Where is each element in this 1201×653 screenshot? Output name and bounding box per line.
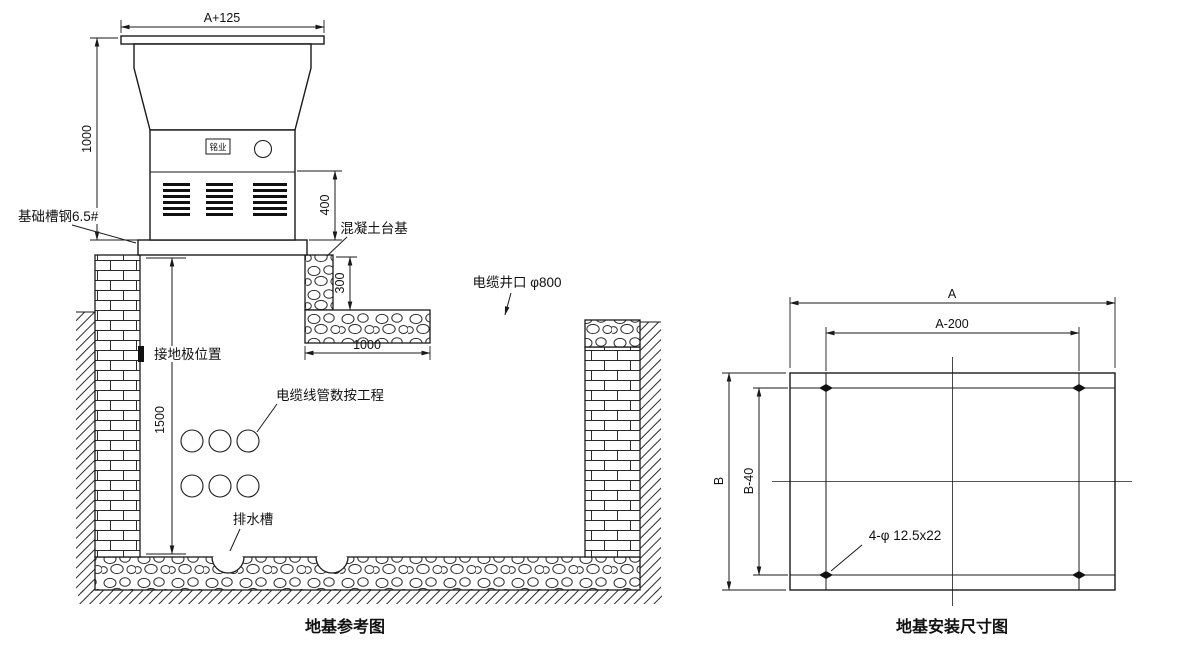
cable-conduit-circle xyxy=(236,429,260,453)
cable-conduit-circle xyxy=(208,474,232,498)
dim-height-b: B xyxy=(712,372,786,591)
ground-hatch-left xyxy=(76,312,95,593)
cable-conduit-circle xyxy=(208,429,232,453)
anchor-bolt xyxy=(819,571,833,579)
dim-1000-slab: 1000 xyxy=(353,338,381,352)
right-brick-pier xyxy=(584,346,641,558)
brand-plate xyxy=(205,138,231,155)
drain-notch xyxy=(315,555,349,574)
brand-plate-text: 铭业 xyxy=(209,142,226,152)
label-drain: 排水槽 xyxy=(233,512,274,527)
ground-hatch-right xyxy=(640,322,661,593)
label-mask xyxy=(16,208,116,224)
cable-conduit-circle xyxy=(236,474,260,498)
cable-conduits-leader xyxy=(256,403,278,433)
dim-pit-depth: 1500 xyxy=(146,257,186,555)
base-frame-inner-lines xyxy=(790,373,1115,590)
anchor-bolt xyxy=(1072,571,1086,579)
label-cable-conduits: 电缆线管数按工程 xyxy=(276,388,384,403)
dim-1500: 1500 xyxy=(153,406,167,434)
louver-group xyxy=(206,183,233,216)
dim-b: B xyxy=(712,477,726,485)
anchor-bolt xyxy=(819,384,833,392)
concrete-pier xyxy=(304,254,334,311)
anchor-bolt xyxy=(1072,384,1086,392)
drain-leader xyxy=(229,528,241,552)
channel-steel-base xyxy=(137,239,308,256)
right-pier-cap xyxy=(584,319,641,348)
dim-400: 400 xyxy=(318,195,332,216)
label-bolt-holes: 4-φ 12.5x22 xyxy=(869,528,942,543)
dim-slab-width: 1000 xyxy=(304,338,431,360)
pit-floor-gravel xyxy=(94,556,641,591)
dim-a: A xyxy=(948,287,957,301)
bolt-holes-leader xyxy=(830,544,863,572)
dim-height-b-40: B-40 xyxy=(742,387,788,576)
cable-well-leader xyxy=(504,292,512,316)
cable-conduit-circle xyxy=(180,474,204,498)
earth-electrode-mark xyxy=(138,346,144,362)
cabinet-roof-plate xyxy=(120,35,325,45)
label-cable-well: 电缆井口 φ800 xyxy=(472,275,561,290)
label-earth-electrode: 接地极位置 xyxy=(154,346,222,362)
cable-conduit-circle xyxy=(180,429,204,453)
louver-group xyxy=(163,183,190,216)
label-mask xyxy=(150,346,228,362)
drain-notch xyxy=(211,555,245,574)
transformer-cabinet: 铭业 xyxy=(120,35,325,241)
foundation-install-dims-figure: A A-200 B B-40 4-φ 12.5x22 地基安装尺寸图 xyxy=(712,287,1132,636)
dim-cabinet-height: 1000 xyxy=(80,37,147,241)
cabinet-hood xyxy=(133,43,312,131)
dim-1000-cabinet: 1000 xyxy=(80,125,94,153)
dim-width-a-200: A-200 xyxy=(825,317,1080,371)
concrete-base-leader xyxy=(326,236,348,257)
right-caption: 地基安装尺寸图 xyxy=(896,617,1008,636)
dim-lower-height: 400 xyxy=(297,170,342,241)
dim-base-height: 300 xyxy=(333,256,357,311)
foundation-reference-figure: 铭业 xyxy=(16,11,662,636)
dim-width-a: A xyxy=(789,287,1116,368)
dim-top-width: A+125 xyxy=(120,11,325,33)
base-frame-outer xyxy=(789,372,1116,591)
left-caption: 地基参考图 xyxy=(305,617,385,636)
label-channel-steel: 基础槽钢6.5# xyxy=(18,208,99,224)
cable-conduit-circles xyxy=(180,429,260,498)
dim-a-plus-125: A+125 xyxy=(204,11,241,25)
dim-b-40: B-40 xyxy=(742,468,756,494)
cable-trench-slab xyxy=(304,309,431,344)
louver-group xyxy=(253,183,287,216)
ground-hatch-bottom xyxy=(78,590,662,604)
cabinet-lock-circle xyxy=(253,139,273,159)
label-concrete-base: 混凝土台基 xyxy=(340,220,408,236)
left-brick-wall xyxy=(94,254,141,558)
dim-a-200: A-200 xyxy=(935,317,968,331)
dim-300: 300 xyxy=(333,273,347,294)
